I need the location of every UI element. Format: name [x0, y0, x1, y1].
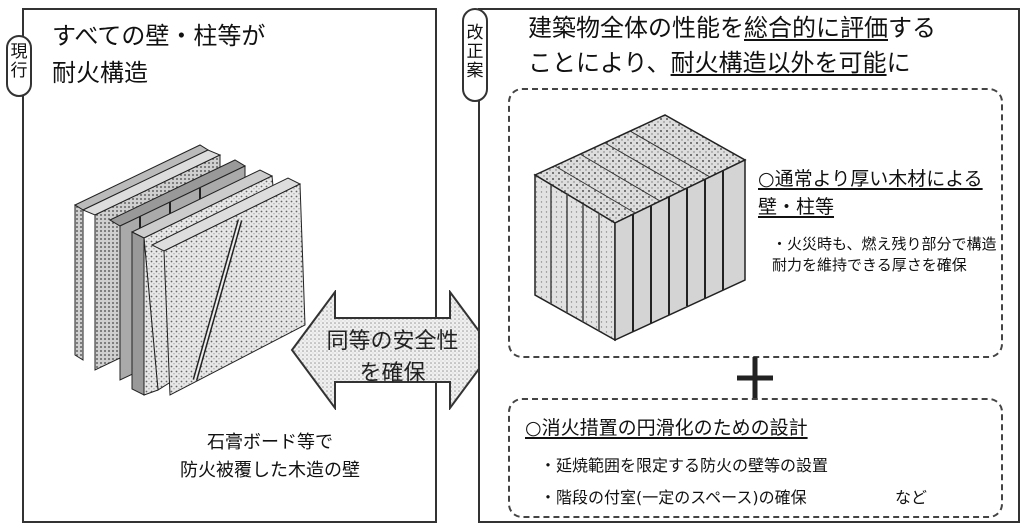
title-underlined-text: 耐火構造以外を可能	[670, 49, 887, 77]
fire-fighting-heading: ○消火措置の円滑化のための設計	[525, 417, 808, 439]
fire-fighting-item: ・延焼範囲を限定する防火の壁等の設置	[540, 456, 829, 475]
current-caption-line2: 防火被覆した木造の壁	[180, 460, 360, 481]
plus-icon	[737, 357, 773, 399]
revision-title-line2: ことにより、耐火構造以外を可能に	[528, 47, 911, 80]
fire-fighting-item: ・階段の付室(一定のスペース)の確保	[540, 488, 807, 507]
title-text: ことにより、	[528, 49, 671, 77]
title-text: する	[888, 14, 936, 42]
fire-fighting-box	[508, 398, 1003, 518]
thick-timber-heading: ○通常より厚い木材による壁・柱等	[758, 168, 983, 218]
revision-panel	[478, 8, 1020, 523]
thick-timber-wall-illustration	[533, 114, 747, 342]
title-underlined-text: 総合的に評価	[744, 14, 888, 42]
current-caption-line1: 石膏ボード等で	[207, 432, 333, 453]
current-badge: 現行	[6, 35, 32, 97]
current-title-line2: 耐火構造	[52, 59, 148, 87]
revision-title-line1: 建築物全体の性能を総合的に評価する	[528, 12, 936, 45]
gypsum-wall-illustration	[73, 144, 306, 396]
arrow-text-line1: 同等の安全性	[326, 329, 459, 354]
thick-timber-description: ・火災時も、燃え残り部分で構造耐力を維持できる厚さを確保	[772, 235, 997, 274]
title-text: に	[886, 49, 911, 77]
revision-badge: 改正案	[462, 8, 488, 102]
current-title-line1: すべての壁・柱等が	[52, 22, 266, 50]
title-text: 建築物全体の性能を	[528, 14, 744, 42]
arrow-text-line2: を確保	[359, 361, 426, 386]
fire-fighting-suffix: など	[895, 488, 928, 507]
